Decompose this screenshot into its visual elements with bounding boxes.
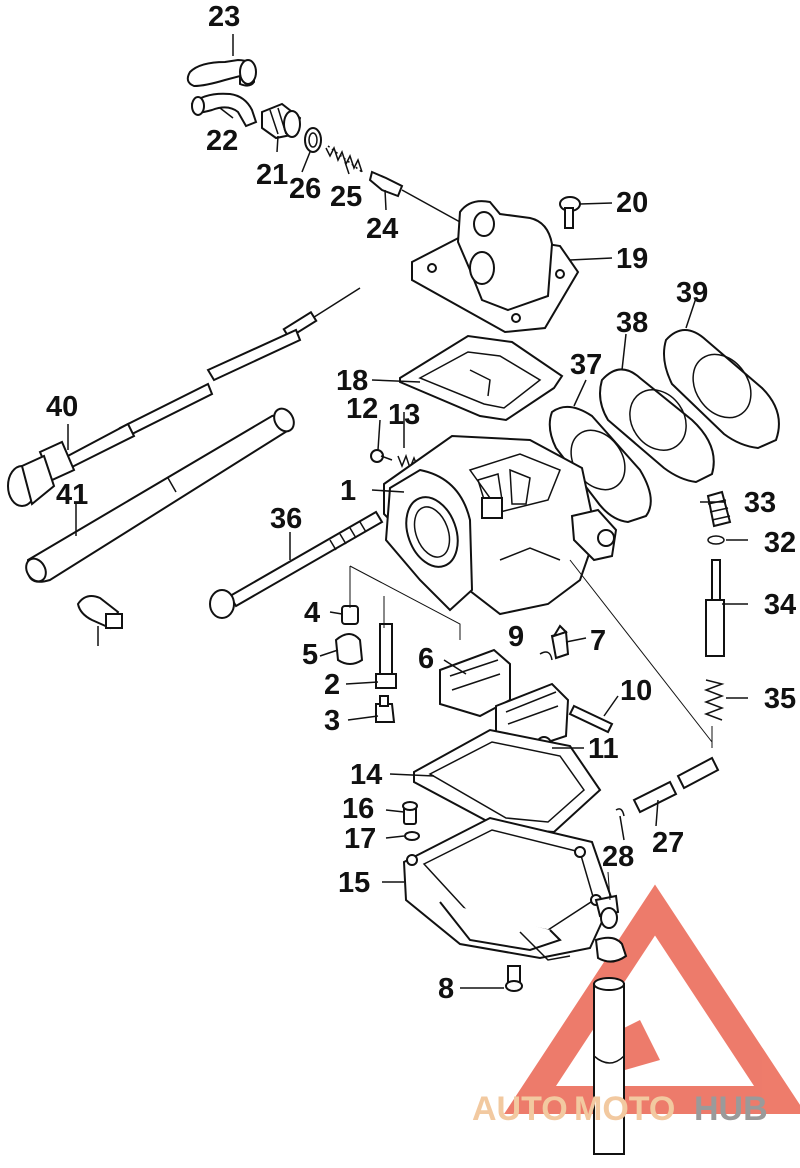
callout-19: 19 <box>616 243 648 275</box>
gasket-39 <box>663 329 780 450</box>
watermark-moto: MOTO <box>574 1090 675 1128</box>
clip-28 <box>615 808 625 817</box>
leader-lines <box>67 34 748 989</box>
pin-10 <box>568 704 614 734</box>
carb-cover-19 <box>411 200 580 334</box>
hose-23 <box>186 58 257 88</box>
guide-lines <box>349 559 713 901</box>
callout-36: 36 <box>270 503 302 535</box>
callout-39: 39 <box>676 277 708 309</box>
spring-13 <box>397 453 419 471</box>
carb-body-1 <box>383 434 618 616</box>
screw-16 <box>402 801 418 825</box>
cap-33 <box>706 490 732 528</box>
callout-21: 21 <box>256 159 288 191</box>
needle-valve-7 <box>550 624 570 660</box>
o-ring-17 <box>404 831 420 841</box>
nozzle-2 <box>375 623 397 689</box>
callout-38: 38 <box>616 307 648 339</box>
callout-22: 22 <box>206 125 238 157</box>
gasket-38 <box>599 368 715 484</box>
callout-37: 37 <box>570 349 602 381</box>
callout-20: 20 <box>616 187 648 219</box>
spring-35 <box>703 679 725 721</box>
needle-34 <box>705 559 725 657</box>
callout-2: 2 <box>324 669 340 701</box>
callout-9: 9 <box>508 621 524 653</box>
jet-3 <box>375 695 396 723</box>
hose-22 <box>190 92 258 128</box>
callout-4: 4 <box>304 597 320 629</box>
clip-9 <box>539 651 553 661</box>
callout-24: 24 <box>366 213 398 245</box>
bolt-36 <box>209 510 384 619</box>
callout-14: 14 <box>350 759 382 791</box>
needle-24 <box>368 170 461 223</box>
pipe-27 <box>632 756 720 814</box>
callout-40: 40 <box>46 391 78 423</box>
callout-26: 26 <box>289 173 321 205</box>
callout-16: 16 <box>342 793 374 825</box>
fitting-21 <box>261 102 302 140</box>
callout-12: 12 <box>346 393 378 425</box>
callout-23: 23 <box>208 1 240 33</box>
hose-41 <box>25 407 295 583</box>
spring-25 <box>325 145 363 173</box>
watermark-auto: AUTO <box>472 1090 568 1128</box>
watermark-hub: HUB <box>694 1090 768 1128</box>
cable-40 <box>7 287 361 507</box>
callout-1: 1 <box>340 475 356 507</box>
screw-20 <box>559 196 581 229</box>
screw-8 <box>505 965 523 992</box>
callout-11: 11 <box>588 733 619 765</box>
callout-labels: 23 22 21 26 25 24 20 19 39 38 37 18 12 1… <box>46 1 796 1005</box>
callout-35: 35 <box>764 683 796 715</box>
clip-32 <box>707 535 725 545</box>
callout-10: 10 <box>620 675 652 707</box>
callout-27: 27 <box>652 827 684 859</box>
float-bowl-15 <box>402 816 620 961</box>
callout-41: 41 <box>56 479 88 511</box>
o-ring-26 <box>304 127 322 153</box>
watermark-text: AUTO MOTO HUB <box>472 1090 768 1128</box>
float-6 <box>439 648 570 750</box>
callout-7: 7 <box>590 625 606 657</box>
clip-42 <box>76 595 123 630</box>
callout-17: 17 <box>344 823 376 855</box>
callout-15: 15 <box>338 867 370 899</box>
callout-18: 18 <box>336 365 368 397</box>
callout-13: 13 <box>388 399 420 431</box>
callout-34: 34 <box>764 589 796 621</box>
callout-33: 33 <box>744 487 776 519</box>
jet-4 <box>341 605 359 625</box>
callout-8: 8 <box>438 973 454 1005</box>
screw-12 <box>370 449 393 463</box>
callout-6: 6 <box>418 643 434 675</box>
callout-3: 3 <box>324 705 340 737</box>
callout-32: 32 <box>764 527 796 559</box>
callout-25: 25 <box>330 181 362 213</box>
gasket-18 <box>399 334 564 422</box>
jet-5 <box>334 633 364 665</box>
drain-tube <box>593 907 628 1155</box>
callout-5: 5 <box>302 639 318 671</box>
gasket-14 <box>413 728 602 834</box>
callout-28: 28 <box>602 841 634 873</box>
